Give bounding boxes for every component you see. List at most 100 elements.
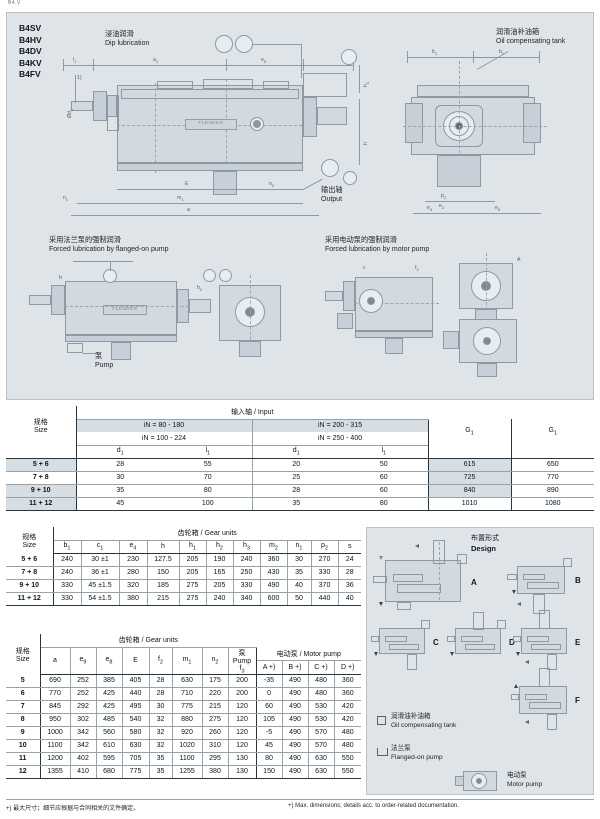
- row-size: 7 + 8: [6, 471, 77, 485]
- gear2-col-m1: m1: [172, 647, 203, 675]
- gear1-size-header: 规格 Size: [6, 527, 54, 553]
- design-b-arrow-down: [512, 590, 516, 594]
- cell: 690: [40, 674, 71, 688]
- design-b-body: [517, 566, 565, 594]
- design-f-input: [511, 694, 519, 700]
- cell: 35: [287, 566, 312, 580]
- cell: 35: [76, 484, 164, 498]
- design-b-tank-icon: [563, 558, 572, 567]
- cell: 28: [149, 674, 173, 688]
- cell: 880: [172, 713, 203, 727]
- design-e-riser-2: [547, 654, 557, 670]
- caption-pump-zh: 泵: [95, 351, 103, 360]
- cell: 950: [40, 713, 71, 727]
- gear2-title-en: Gear units: [145, 637, 178, 645]
- cell: 25: [252, 471, 340, 485]
- cell: 252: [70, 687, 97, 701]
- cell: 710: [172, 687, 203, 701]
- input-group2-line2: iN = 250 - 400: [252, 432, 429, 446]
- row-size: 5 + 6: [6, 553, 54, 567]
- caption-pump-en: Pump: [95, 361, 114, 369]
- cell-motor: 490: [282, 700, 309, 714]
- cell: 440: [122, 687, 150, 701]
- cell-motor: 570: [308, 739, 335, 753]
- dim-label-E: E: [185, 181, 189, 187]
- table-row: 12 1355 410 680 775 35 1255 380 130 150 …: [6, 765, 362, 779]
- cell-motor: 105: [256, 713, 283, 727]
- gear2-col-e8: e8: [96, 647, 123, 675]
- design-e-riser: [539, 610, 550, 629]
- caption-motor-pump: 采用电动泵的强制润滑 Forced lubrication by motor p…: [325, 235, 429, 254]
- dim-tick: [63, 59, 64, 71]
- table-row: 规格 Size 输入轴 / Input: [6, 406, 594, 445]
- tank-centerline-v: [459, 61, 460, 183]
- cover-plate-a: [157, 81, 193, 89]
- mp-motor-pedestal: [477, 363, 497, 377]
- cell: 560: [96, 726, 123, 740]
- cell: 35: [149, 752, 173, 766]
- cell: 370: [311, 579, 339, 593]
- pipe-line-2: [301, 44, 302, 78]
- mp-motor-circle: [359, 289, 383, 313]
- gear2-col-a: a: [40, 647, 71, 675]
- cell: 185: [147, 579, 180, 593]
- row-size: 8: [6, 713, 41, 727]
- gear2-col-n2: n2: [202, 647, 229, 675]
- cell: 45: [76, 497, 164, 511]
- gear2-title-cell: 齿轮箱 / Gear units: [40, 634, 257, 648]
- cell: 252: [70, 674, 97, 688]
- cell-motor: 490: [282, 726, 309, 740]
- cell-motor: -35: [256, 674, 283, 688]
- cell: 595: [96, 752, 123, 766]
- mp-motor-bore-center: [483, 337, 491, 345]
- design-title: 布置形式 Design: [471, 534, 499, 553]
- input-group1-line2: iN = 100 - 224: [76, 432, 253, 446]
- cell-motor: 360: [334, 687, 362, 701]
- design-a-centerline: [439, 542, 440, 600]
- gear2-size-header: 规格 Size: [6, 634, 41, 675]
- table-row: 9 + 10 35 80 28 60 840 890: [6, 484, 595, 498]
- cell-pump: 130: [228, 765, 257, 779]
- fl-input-flange: [51, 285, 65, 315]
- table-row: 7 845 292 425 495 30 775 215 120 60 490 …: [6, 700, 362, 714]
- cell: 220: [202, 687, 229, 701]
- cell: 440: [311, 592, 339, 606]
- cell: 610: [96, 739, 123, 753]
- design-f-shaft-1: [525, 694, 547, 700]
- dim-line-E: [117, 189, 303, 190]
- table-row: d1 l1 d1 l1: [6, 445, 595, 459]
- design-b-input: [507, 574, 517, 580]
- cell-pump: 120: [228, 739, 257, 753]
- cell-motor: 630: [308, 752, 335, 766]
- dim-line-a: [71, 215, 319, 216]
- leader-line-tank: [476, 51, 509, 70]
- cell: 250: [233, 566, 261, 580]
- tank-pedestal: [437, 155, 481, 187]
- table-row: 6 770 252 425 440 28 710 220 200 0 490 4…: [6, 687, 362, 701]
- gear2-col-E: E: [122, 647, 150, 675]
- design-f-riser-2: [547, 714, 557, 730]
- dim-label-n2: n2: [269, 181, 275, 189]
- table-row: 11 + 12 45 100 35 80 1010 1080: [6, 497, 595, 511]
- cover-plate-b: [203, 79, 253, 89]
- cell: 320: [119, 579, 148, 593]
- row-size: 7 + 8: [6, 566, 54, 580]
- design-d-arrow-down: [450, 652, 454, 656]
- legend-oil-tank-en: Oil compensating tank: [391, 721, 457, 729]
- design-a-arrow-down-open: [379, 556, 383, 560]
- cell-motor: 490: [282, 765, 309, 779]
- model-item: B4DV: [19, 46, 42, 57]
- cell-motor: 480: [308, 687, 335, 701]
- cell-motor: 150: [256, 765, 283, 779]
- cell: 280: [119, 566, 148, 580]
- caption-motor-zh: 采用电动泵的强制润滑: [325, 235, 397, 244]
- model-item: B4FV: [19, 69, 41, 80]
- gauge-icon-2: [235, 35, 253, 53]
- fl-front-dim-h2: h2: [197, 285, 203, 293]
- cell: 205: [179, 553, 207, 567]
- mp-dim-f2: f2: [415, 265, 419, 273]
- cell: 330: [53, 592, 82, 606]
- design-letter-B: B: [575, 576, 581, 585]
- input-table: 规格 Size 输入轴 / Input iN = 80 - 180 iN = 2…: [6, 406, 595, 511]
- cell-motor: 420: [334, 700, 362, 714]
